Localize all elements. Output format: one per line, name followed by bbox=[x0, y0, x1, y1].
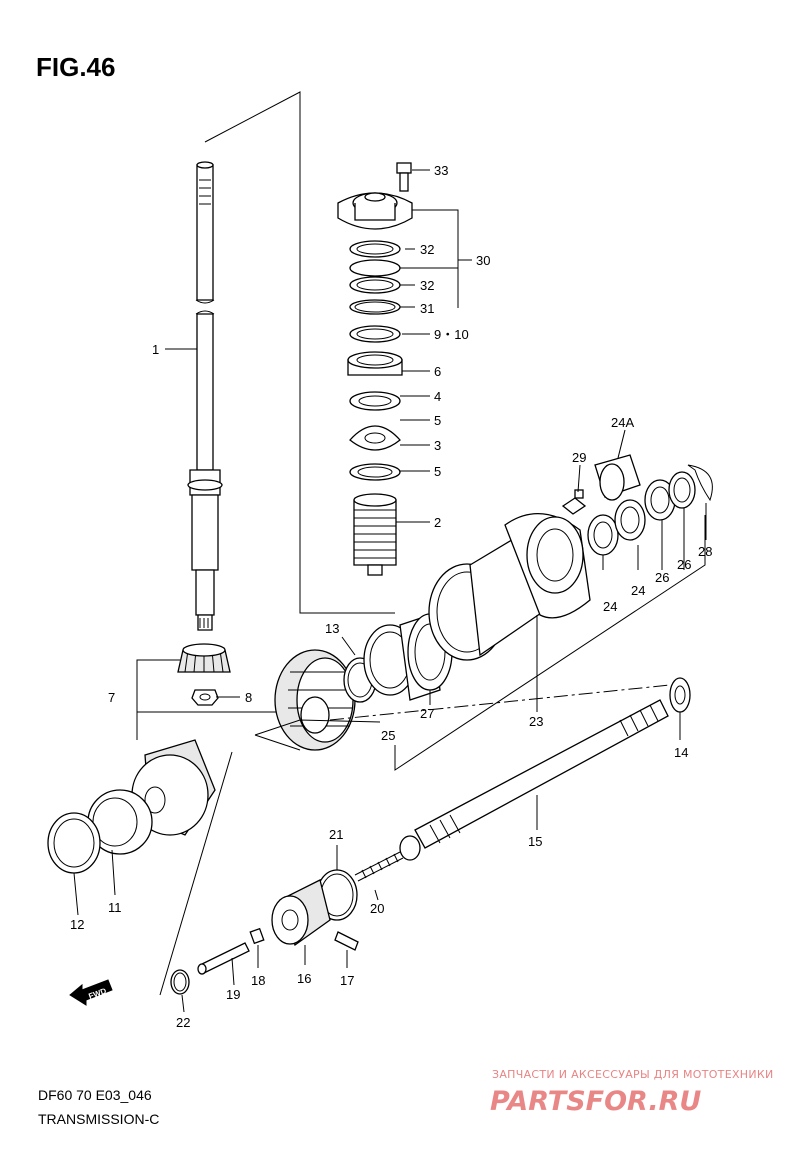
gear-bracket bbox=[159, 751, 233, 996]
callout-26a: 26 bbox=[655, 570, 669, 585]
part-24-bearings bbox=[587, 499, 646, 556]
callout-30: 30 bbox=[476, 253, 490, 268]
callout-5b: 5 bbox=[434, 464, 441, 479]
callout-31: 31 bbox=[420, 301, 434, 316]
center-line bbox=[329, 684, 671, 721]
callout-16: 16 bbox=[297, 971, 311, 986]
callout-29: 29 bbox=[572, 450, 586, 465]
callout-19: 19 bbox=[226, 987, 240, 1002]
callout-24A: 24A bbox=[611, 415, 634, 430]
assembly-bracket-line bbox=[204, 91, 395, 614]
callout-21: 21 bbox=[329, 827, 343, 842]
part-14-washer bbox=[669, 677, 691, 713]
part-12-shim bbox=[47, 812, 101, 874]
part-30-housing bbox=[337, 192, 413, 230]
callout-17: 17 bbox=[340, 973, 354, 988]
bracket-7 bbox=[136, 659, 290, 740]
bracket-24-28 bbox=[394, 508, 706, 771]
part-28-ring bbox=[687, 464, 713, 502]
callout-24b: 24 bbox=[631, 583, 645, 598]
callout-26b: 26 bbox=[677, 557, 691, 572]
callout-6: 6 bbox=[434, 364, 441, 379]
callout-22: 22 bbox=[176, 1015, 190, 1030]
callout-13: 13 bbox=[325, 621, 339, 636]
callout-15: 15 bbox=[528, 834, 542, 849]
callout-leaders bbox=[73, 169, 707, 1013]
callout-5a: 5 bbox=[434, 413, 441, 428]
callout-25: 25 bbox=[381, 728, 395, 743]
part-20-spring bbox=[354, 851, 404, 882]
part-25-forward-gear bbox=[274, 649, 356, 751]
part-19-push-rod bbox=[197, 942, 250, 975]
callout-18: 18 bbox=[251, 973, 265, 988]
callout-11: 11 bbox=[108, 900, 122, 915]
callout-28: 28 bbox=[698, 544, 712, 559]
callout-7: 7 bbox=[108, 690, 115, 705]
figure-title: FIG.46 bbox=[36, 52, 115, 82]
diagram-code: DF60 70 E03_046 bbox=[38, 1087, 152, 1103]
callout-27: 27 bbox=[420, 706, 434, 721]
callout-24a: 24 bbox=[603, 599, 617, 614]
callout-9-10: 9・10 bbox=[434, 327, 469, 342]
part-1-drive-shaft bbox=[187, 161, 223, 631]
part-27-bearing bbox=[363, 613, 453, 701]
part-7-pinion-gear bbox=[177, 643, 231, 673]
part-23-propeller-shaft-housing bbox=[428, 513, 591, 661]
callout-8: 8 bbox=[245, 690, 252, 705]
part-15-propeller-shaft bbox=[399, 699, 669, 861]
part-17-pin bbox=[334, 931, 359, 951]
part-24A-bushing bbox=[594, 454, 641, 501]
callout-2: 2 bbox=[434, 515, 441, 530]
seal-stack bbox=[347, 240, 403, 481]
callout-3: 3 bbox=[434, 438, 441, 453]
part-8-nut bbox=[191, 689, 219, 706]
callout-12: 12 bbox=[70, 917, 84, 932]
callout-32b: 32 bbox=[420, 278, 434, 293]
forward-arrow-icon: FWD bbox=[69, 979, 113, 1006]
callout-1: 1 bbox=[152, 342, 159, 357]
part-2-spring-bellows bbox=[353, 493, 397, 576]
part-16-clutch-dog bbox=[271, 879, 331, 947]
callout-32a: 32 bbox=[420, 242, 434, 257]
part-29-bolt bbox=[561, 489, 587, 515]
diagram-name: TRANSMISSION-C bbox=[38, 1111, 159, 1127]
callout-23: 23 bbox=[529, 714, 543, 729]
gear-leader bbox=[254, 719, 381, 751]
callout-4: 4 bbox=[434, 389, 441, 404]
watermark-brand: PARTSFOR.RU bbox=[490, 1086, 701, 1117]
callout-33: 33 bbox=[434, 163, 448, 178]
part-33-bolt bbox=[396, 162, 412, 192]
watermark-tagline: ЗАПЧАСТИ И АКСЕССУАРЫ ДЛЯ МОТОТЕХНИКИ bbox=[492, 1068, 774, 1081]
part-22-ring bbox=[170, 969, 190, 995]
callout-14: 14 bbox=[674, 745, 688, 760]
part-18-pin bbox=[249, 927, 265, 945]
callout-20: 20 bbox=[370, 901, 384, 916]
part-26-seals bbox=[644, 471, 696, 521]
callout-labels: 1 2 3 4 5 5 6 7 8 9・10 11 12 13 14 15 16… bbox=[70, 163, 712, 1030]
